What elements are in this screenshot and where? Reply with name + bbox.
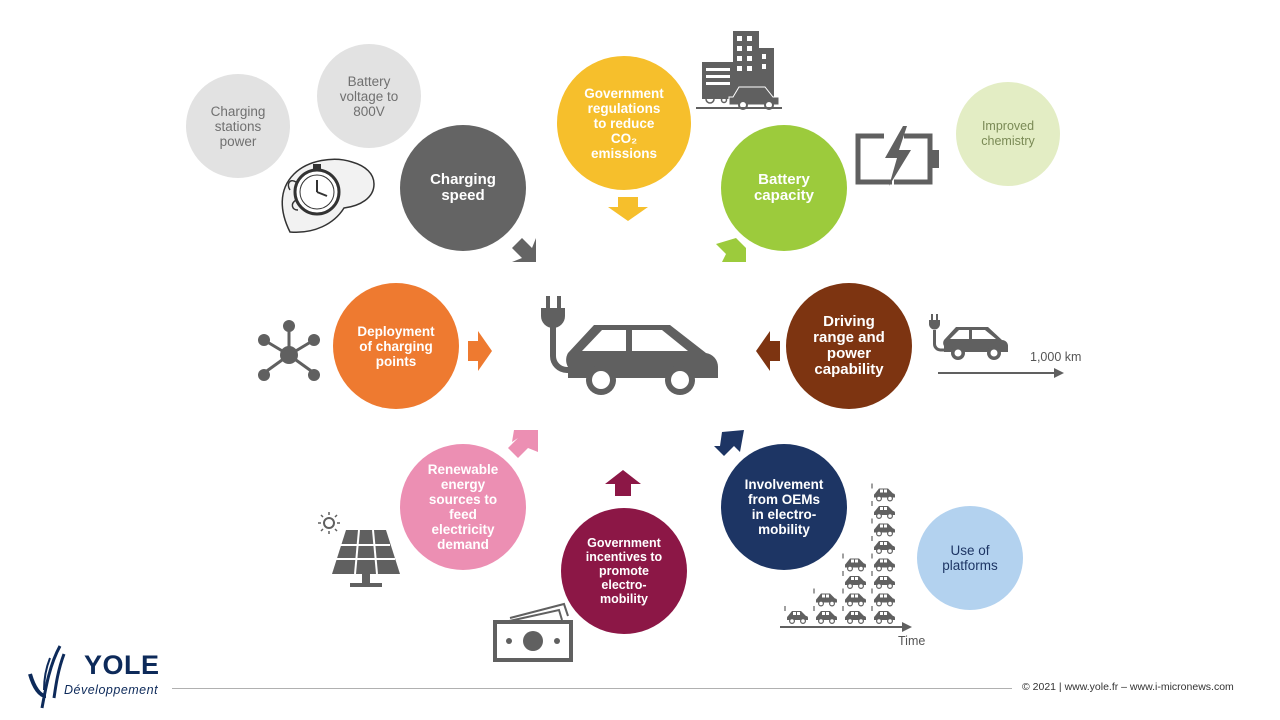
deployment-text: Deployment of charging points [357,323,435,369]
city-car-icon [696,31,782,110]
yole-logo: YOLE Développement [20,640,180,712]
charging-speed-text: Charging speed [430,171,496,204]
battery-charging-icon [855,126,939,186]
fleet-car-icon [871,483,895,502]
gov-regulations-node: Government regulations to reduce CO₂ emi… [557,56,691,190]
driving-range-text: Driving range and power capability [813,313,885,378]
gov-incentives-node: Government incentives to promote electro… [561,508,687,634]
fleet-car-icon [784,606,808,625]
fleet-car-icon [842,588,866,607]
fleet-car-icon [871,518,895,537]
charging-speed-node: Charging speed [400,125,526,251]
arrow-driving-range [756,331,780,371]
small-car-plug-icon [929,314,1008,360]
logo-subtitle: Développement [64,683,159,697]
charging-stations-power-bubble: Charging stations power [186,74,290,178]
gov-incentives-text: Government incentives to promote electro… [585,536,663,606]
yole-logo-mark-icon [28,645,66,709]
arrow-gov-incentives [605,470,641,496]
fleet-car-icon [871,553,895,572]
range-arrow [938,368,1064,378]
arrow-gov-regulations [608,197,648,221]
fleet-car-icon [813,588,837,607]
car-fleet-icon [784,483,895,625]
fleet-car-icon [871,588,895,607]
oems-node: Involvement from OEMs in electro- mobili… [721,444,847,570]
fleet-car-icon [842,571,866,590]
footer-divider [172,688,1012,689]
network-hub-icon [258,320,320,381]
arrow-renewable [508,430,538,458]
solar-panel-icon [318,512,400,587]
fleet-car-icon [871,536,895,555]
fleet-car-icon [842,606,866,625]
gov-regulations-text: Government regulations to reduce CO₂ emi… [584,85,664,161]
improved-chemistry-text: Improved chemistry [981,119,1035,148]
fleet-car-icon [871,571,895,590]
charging-stations-power-text: Charging stations power [210,103,266,149]
use-of-platforms-text: Use of platforms [942,543,998,573]
arrow-deployment [468,331,492,371]
banknote-icon [493,602,573,662]
fleet-car-icon [871,501,895,520]
arrow-battery-capacity [716,238,746,262]
ev-car-plug-icon [541,296,719,395]
battery-voltage-bubble: Battery voltage to 800V [317,44,421,148]
renewable-text: Renewable energy sources to feed electri… [427,462,499,552]
deployment-node: Deployment of charging points [333,283,459,409]
time-axis-label: Time [898,634,926,648]
logo-wordmark: YOLE [84,650,160,680]
renewable-node: Renewable energy sources to feed electri… [400,444,526,570]
range-km-label: 1,000 km [1030,350,1082,364]
hand-stopwatch-icon [278,150,378,234]
arrow-oems [714,430,744,456]
time-axis [780,622,912,632]
copyright-text: © 2021 | www.yole.fr – www.i-micronews.c… [1022,681,1234,693]
fleet-car-icon [871,606,895,625]
battery-voltage-text: Battery voltage to 800V [339,73,399,119]
fleet-car-icon [813,606,837,625]
use-of-platforms-bubble: Use of platforms [917,506,1023,610]
arrow-charging-speed [512,238,536,262]
battery-capacity-node: Battery capacity [721,125,847,251]
fleet-car-icon [842,553,866,572]
improved-chemistry-bubble: Improved chemistry [956,82,1060,186]
battery-capacity-text: Battery capacity [753,171,815,204]
oems-text: Involvement from OEMs in electro- mobili… [744,477,824,537]
driving-range-node: Driving range and power capability [786,283,912,409]
